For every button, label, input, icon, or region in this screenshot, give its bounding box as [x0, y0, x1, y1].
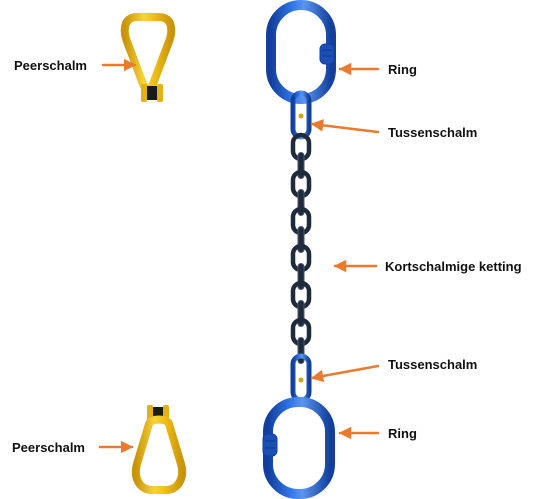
label-tussenschalm-top: Tussenschalm: [388, 125, 477, 141]
label-ring-bottom: Ring: [388, 426, 417, 442]
short-link-chain: [293, 135, 309, 364]
arrow-tussenschalm-top: [312, 124, 378, 132]
master-ring-top: [271, 5, 334, 99]
pointer-arrows: [100, 65, 378, 447]
label-peerschalm-top: Peerschalm: [14, 58, 87, 74]
label-kortschalmige-ketting: Kortschalmige ketting: [385, 259, 522, 275]
pear-link-top: [125, 17, 171, 102]
master-ring-bottom: [263, 402, 330, 494]
label-peerschalm-bottom: Peerschalm: [12, 440, 85, 456]
chain-link: [298, 338, 304, 364]
pear-link-bottom: [136, 405, 182, 490]
label-ring-top: Ring: [388, 62, 417, 78]
label-tussenschalm-bottom: Tussenschalm: [388, 357, 477, 373]
arrow-tussenschalm-bottom: [312, 366, 378, 378]
